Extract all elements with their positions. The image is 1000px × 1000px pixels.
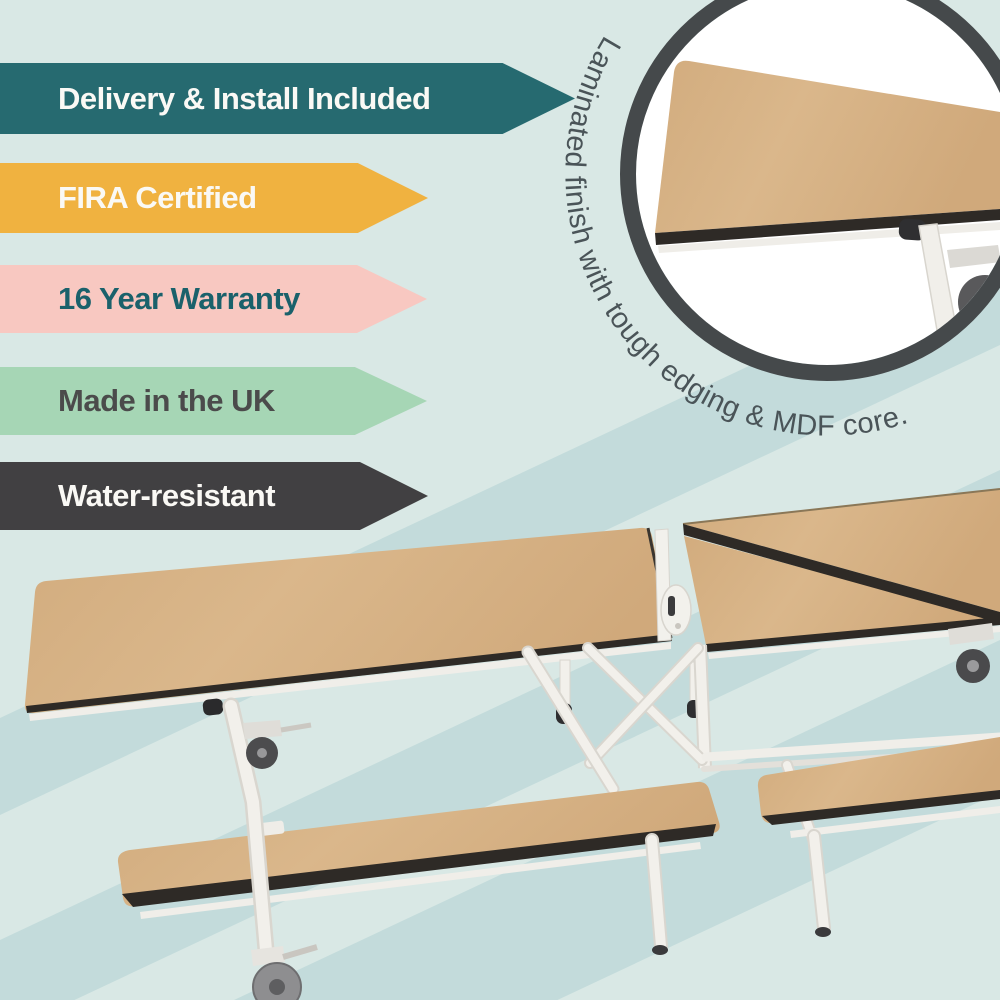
table-top-right: [684, 536, 1000, 659]
caster-hanging: [243, 720, 312, 769]
fold-hinge: [654, 528, 712, 769]
feature-banner-warranty: 16 Year Warranty: [0, 265, 427, 333]
bench-right: [757, 737, 1000, 838]
feature-banner-water-resistant: Water-resistant: [0, 462, 428, 530]
caster-floor: [251, 944, 318, 1000]
detail-inset: [620, 0, 1000, 381]
feature-banner-fira: FIRA Certified: [0, 163, 428, 233]
main-leg-left: [222, 697, 275, 959]
feature-banner-delivery: Delivery & Install Included: [0, 63, 575, 134]
caster-right: [948, 623, 994, 683]
feature-banner-label: Water-resistant: [58, 478, 276, 513]
feature-banner-label: Delivery & Install Included: [58, 80, 431, 116]
feature-banner-made-in-uk: Made in the UK: [0, 367, 427, 435]
inset-ring: [620, 0, 1000, 381]
table-top-far-right: [682, 488, 1000, 623]
table-top-left: [24, 527, 673, 721]
bench-legs: [645, 829, 831, 955]
bench-left: [117, 781, 720, 919]
feature-banner-label: 16 Year Warranty: [58, 281, 300, 316]
feature-banner-label: Made in the UK: [58, 383, 275, 418]
feature-banner-label: FIRA Certified: [58, 180, 257, 215]
